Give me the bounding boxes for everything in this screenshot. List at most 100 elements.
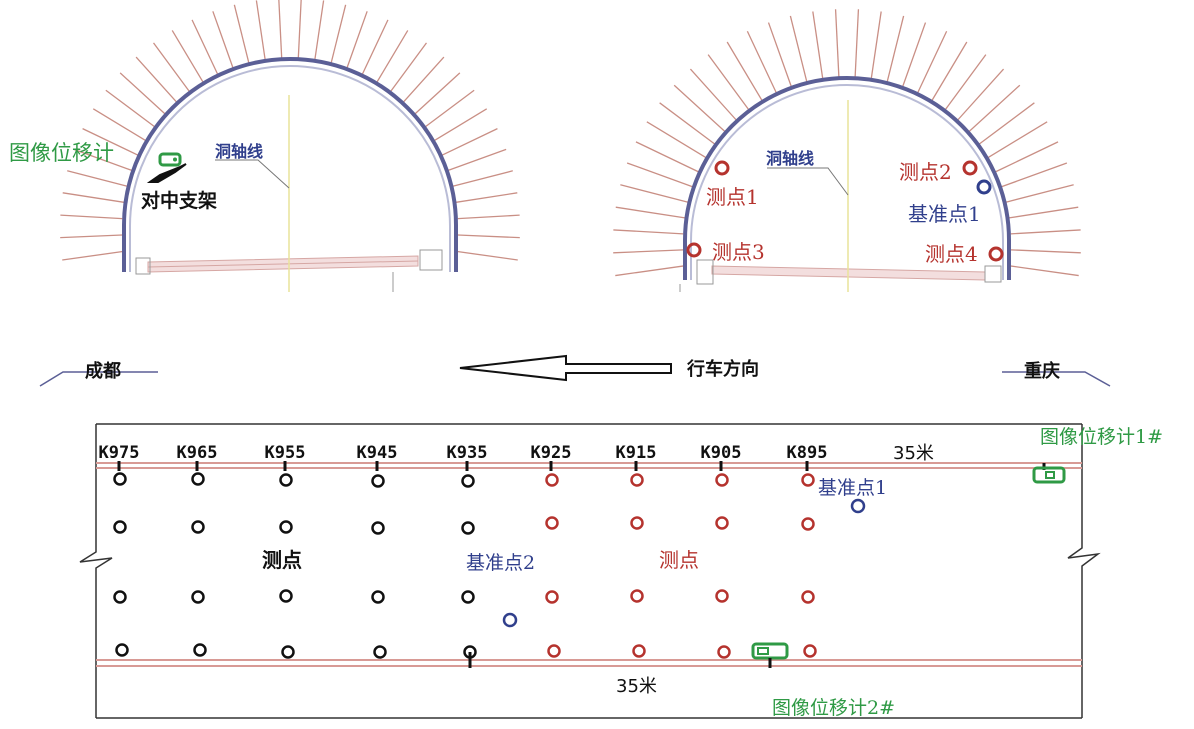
right-curb-left [696,259,714,285]
rockbolt-line [613,229,684,235]
left-stand-icon [146,163,187,183]
left-axis-label: 洞轴线 [215,142,263,161]
rockbolt-line [457,214,520,220]
rockbolt-line [1005,184,1074,203]
station-label-k915: K915 [616,443,657,463]
black-measurement-point [371,521,385,535]
plan-left-break [79,424,113,718]
rockbolt-line [92,108,147,142]
left-camera-icon [158,152,182,167]
red-measurement-point [715,589,729,603]
black-measurement-point [191,590,205,604]
rockbolt-line [455,192,518,203]
left-curb-right [419,249,443,271]
rockbolt-line [916,30,948,95]
rockbolt-line [447,148,507,172]
rockbolt-line [191,19,220,77]
camera-2-label: 图像位移计2# [772,697,895,719]
left-outer-lining [122,57,458,272]
black-measurement-point [113,520,127,534]
station-label-k935: K935 [447,443,488,463]
rockbolt-line [707,54,751,112]
datum-1-plan-marker [850,498,866,514]
red-measurement-point [632,644,646,658]
direction-row: 成都 重庆 行车方向 [39,354,1111,387]
rockbolt-line [767,22,793,89]
rockbolt-line [441,128,498,156]
rockbolt-line [413,72,461,116]
rockbolt-line [278,0,283,61]
black-measurement-point [279,473,293,487]
rockbolt-line [1009,265,1079,277]
rockbolt-line [673,84,727,133]
red-measurement-point [545,473,559,487]
red-measurement-point [630,589,644,603]
rockbolt-line [297,0,302,61]
rockbolt-line [789,15,808,85]
top-rail [96,462,1082,469]
black-measurement-point [281,645,295,659]
right-curb-right [984,265,1002,283]
black-measurement-point [279,520,293,534]
rockbolt-line [73,148,133,172]
west-marker [39,371,158,387]
direction-label: 行车方向 [686,358,759,380]
station-label-k905: K905 [701,443,742,463]
red-measurement-point [545,516,559,530]
station-label-k965: K965 [177,443,218,463]
black-measurement-point [113,590,127,604]
point-3-label: 测点3 [712,240,765,264]
black-measurement-point [191,520,205,534]
rockbolt-line [626,162,694,188]
black-measurement-point [371,474,385,488]
right-outer-lining [683,76,1011,280]
camera-2-icon [751,642,789,668]
rockbolt-line [994,141,1059,173]
black-measurement-point [373,645,387,659]
point-4-marker [988,246,1004,262]
plan-right-break [1067,424,1101,718]
rockbolt-line [457,234,520,239]
rockbolt-line [689,68,738,122]
right-axis-label: 洞轴线 [766,149,814,168]
left-stand-label: 对中支架 [141,189,217,212]
black-measurement-point [193,643,207,657]
rockbolt-line [375,30,409,85]
rockbolt-line [401,56,445,104]
red-measurement-point [801,473,815,487]
rockbolt-line [615,206,686,219]
rockbolt-line [943,54,987,112]
rockbolt-line [67,170,128,187]
black-measurement-point [371,590,385,604]
rockbolt-line [901,22,927,89]
point-3-marker [686,242,702,258]
point-1-label: 测点1 [706,185,759,209]
right-cross-section: 洞轴线 测点1 测点2 基准点1 测点3 测点4 [613,9,1081,292]
point-4-label: 测点4 [925,242,978,266]
zone-red-label: 测点 [659,548,699,572]
zone-black-label: 测点 [262,548,302,572]
rockbolt-line [60,234,123,239]
camera-1-icon [1032,463,1066,484]
rockbolt-line [967,84,1021,133]
rockbolt-line [1000,162,1068,188]
rockbolt-line [977,102,1035,146]
red-measurement-point [630,516,644,530]
rockbolt-line [615,265,685,277]
right-inner-lining [690,84,1004,280]
left-axis-leader [215,159,290,189]
rockbolt-line [930,41,968,103]
rockbolt-line [659,102,717,146]
datum-2-plan-marker [502,612,518,628]
datum-1-marker [976,179,992,195]
left-camera-label: 图像位移计 [9,141,114,165]
left-cross-section: 洞轴线 图像位移计 对中支架 [9,0,520,292]
red-measurement-point [545,590,559,604]
rockbolt-line [105,89,156,128]
point-2-label: 测点2 [899,160,952,184]
rockbolt-line [834,9,840,80]
rockbolt-line [62,192,125,203]
station-label-k925: K925 [531,443,572,463]
